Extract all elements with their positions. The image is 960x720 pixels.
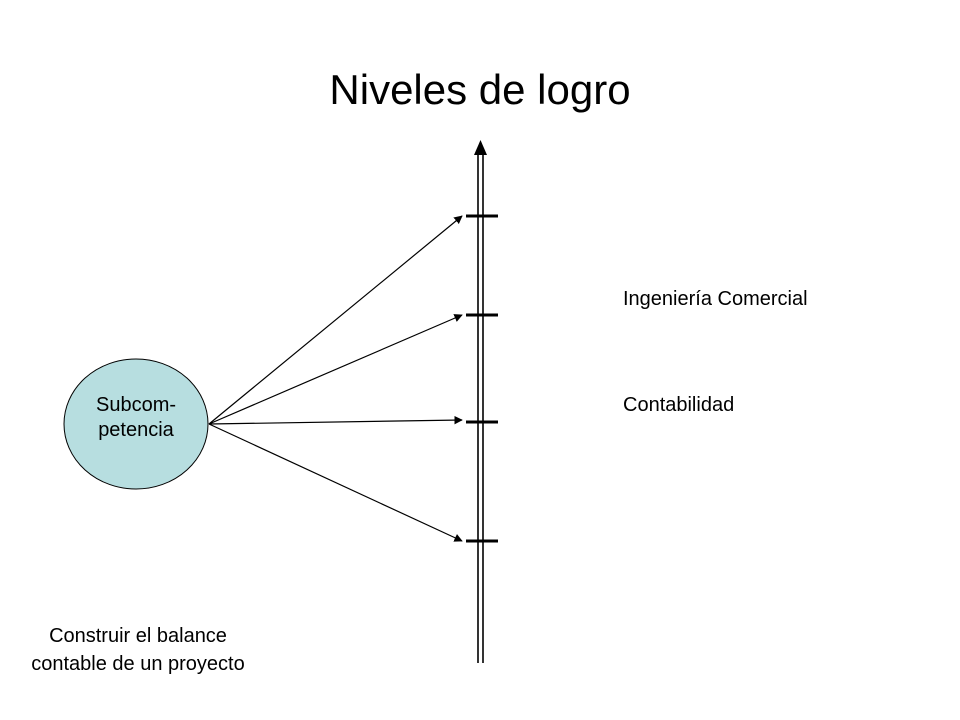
caption-line2: contable de un proyecto: [31, 653, 245, 675]
arrow-to-tick-4: [208, 423, 463, 542]
node-label-line2: petencia: [98, 419, 174, 441]
arrow-to-tick-2: [208, 314, 463, 425]
node-label: Subcom- petencia: [64, 393, 208, 443]
axis-ticks: [466, 214, 498, 543]
label-ingenieria-comercial: Ingeniería Comercial: [623, 288, 808, 310]
caption: Construir el balance contable de un proy…: [0, 622, 276, 678]
arrow-to-tick-1: [208, 215, 463, 425]
subcompetencia-node: [63, 358, 209, 490]
label-contabilidad: Contabilidad: [623, 394, 735, 416]
level-axis: [474, 140, 487, 663]
arrow-to-tick-3: [208, 415, 463, 425]
node-label-line1: Subcom-: [95, 394, 177, 416]
connector-arrows: [208, 215, 463, 542]
axis-arrowhead-icon: [474, 140, 487, 155]
caption-line1: Construir el balance: [49, 625, 227, 647]
page-title: Niveles de logro: [329, 66, 631, 113]
